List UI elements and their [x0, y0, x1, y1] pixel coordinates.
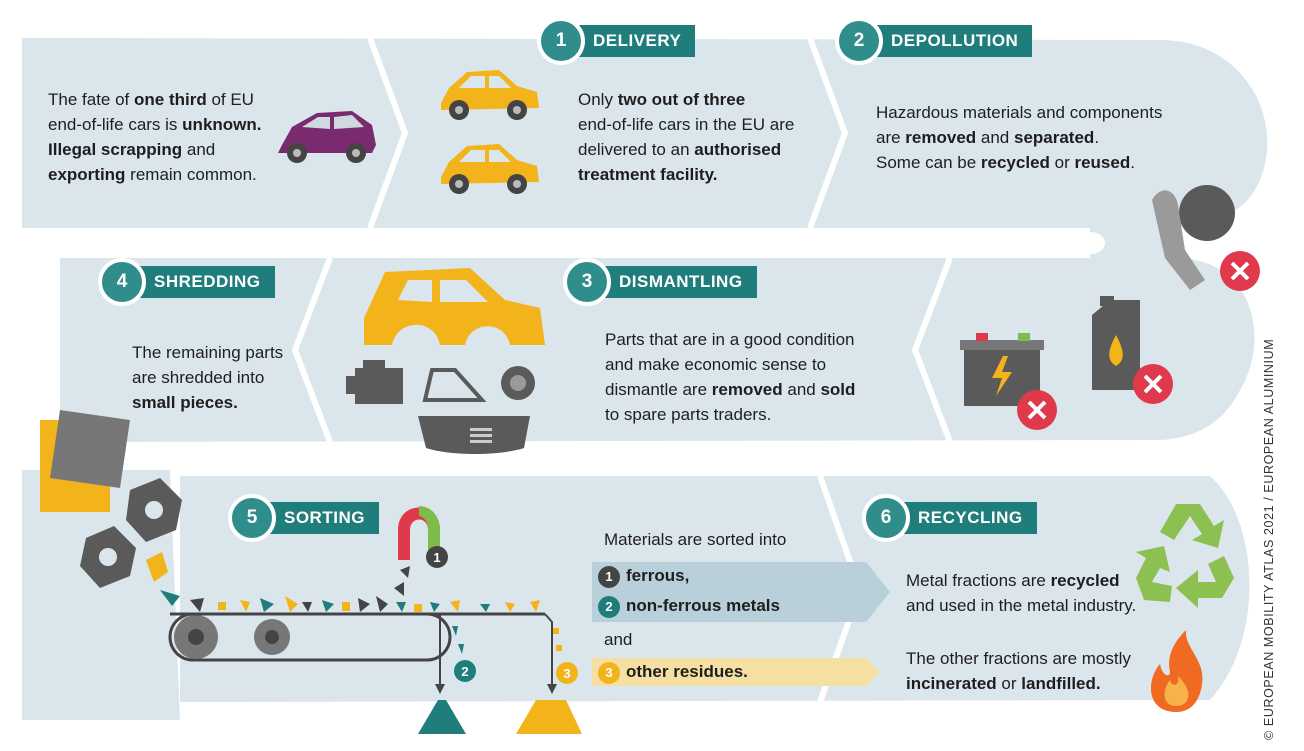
- step-dismantling-header: 3 DISMANTLING: [563, 258, 757, 306]
- credit-text: EUROPEAN MOBILITY ATLAS 2021 / EUROPEAN …: [1262, 338, 1276, 727]
- step-label: SHREDDING: [136, 266, 275, 298]
- step-label: DELIVERY: [575, 25, 696, 57]
- engine-icon: [346, 360, 403, 404]
- step-depollution-header: 2 DEPOLLUTION: [835, 17, 1033, 65]
- source-credit: © EUROPEAN MOBILITY ATLAS 2021 / EUROPEA…: [1262, 339, 1276, 740]
- magnet-number-badge: 1: [426, 546, 448, 568]
- step-sorting-header: 5 SORTING: [228, 494, 379, 542]
- step-number: 2: [835, 17, 883, 65]
- yellow-car-icon: [441, 144, 539, 194]
- yellow-car-icon: [441, 70, 539, 120]
- step-label: RECYCLING: [900, 502, 1037, 534]
- purple-car-icon: [278, 111, 376, 163]
- step-label: DEPOLLUTION: [873, 25, 1033, 57]
- depollution-text: Hazardous materials and components are r…: [876, 103, 1163, 172]
- bin-3-number-badge: 3: [556, 662, 578, 684]
- shredding-text: The remaining parts are shredded into sm…: [132, 343, 284, 412]
- sorting-and: and: [604, 630, 633, 649]
- step-number: 4: [98, 258, 146, 306]
- step-label: SORTING: [266, 502, 379, 534]
- residues-number-badge: 3: [598, 661, 620, 684]
- step-number: 1: [537, 17, 585, 65]
- fire-icon: [1150, 630, 1203, 712]
- recycling-icon: [1136, 504, 1234, 608]
- car-body-icon: [364, 268, 545, 345]
- window-icon: [422, 368, 487, 402]
- step-delivery-header: 1 DELIVERY: [537, 17, 696, 65]
- sorting-arrows: [592, 562, 890, 686]
- copyright-mark: ©: [1262, 730, 1276, 740]
- step-number: 6: [862, 494, 910, 542]
- delivery-text: Only two out of three end-of-life cars i…: [578, 90, 795, 184]
- residue-pile-icon: [516, 700, 582, 734]
- battery-icon: [960, 333, 1057, 430]
- step-number: 5: [228, 494, 276, 542]
- conveyor-belt-icon: [160, 566, 562, 694]
- sorting-intro: Materials are sorted into: [604, 530, 787, 549]
- step-number: 3: [563, 258, 611, 306]
- wheel-icon: [501, 366, 535, 400]
- recycling-text-other: The other fractions are mostly incinerat…: [906, 649, 1131, 693]
- step-recycling-header: 6 RECYCLING: [862, 494, 1037, 542]
- shredded-pieces-icon: [40, 410, 182, 588]
- fuel-canister-icon: [1092, 296, 1173, 404]
- non-ferrous-number-badge: 2: [598, 595, 620, 618]
- recycling-text-metals: Metal fractions are recycled and used in…: [906, 571, 1137, 615]
- airbag-icon: [1152, 185, 1260, 291]
- ferrous-number-badge: 1: [598, 565, 620, 588]
- step-shredding-header: 4 SHREDDING: [98, 258, 275, 306]
- bin-2-number-badge: 2: [454, 660, 476, 682]
- step-label: DISMANTLING: [601, 266, 757, 298]
- dismantling-text: Parts that are in a good condition and m…: [605, 330, 856, 424]
- bumper-icon: [418, 416, 530, 454]
- intro-text: The fate of one third of EU end-of-life …: [48, 90, 262, 184]
- non-ferrous-pile-icon: [418, 700, 466, 734]
